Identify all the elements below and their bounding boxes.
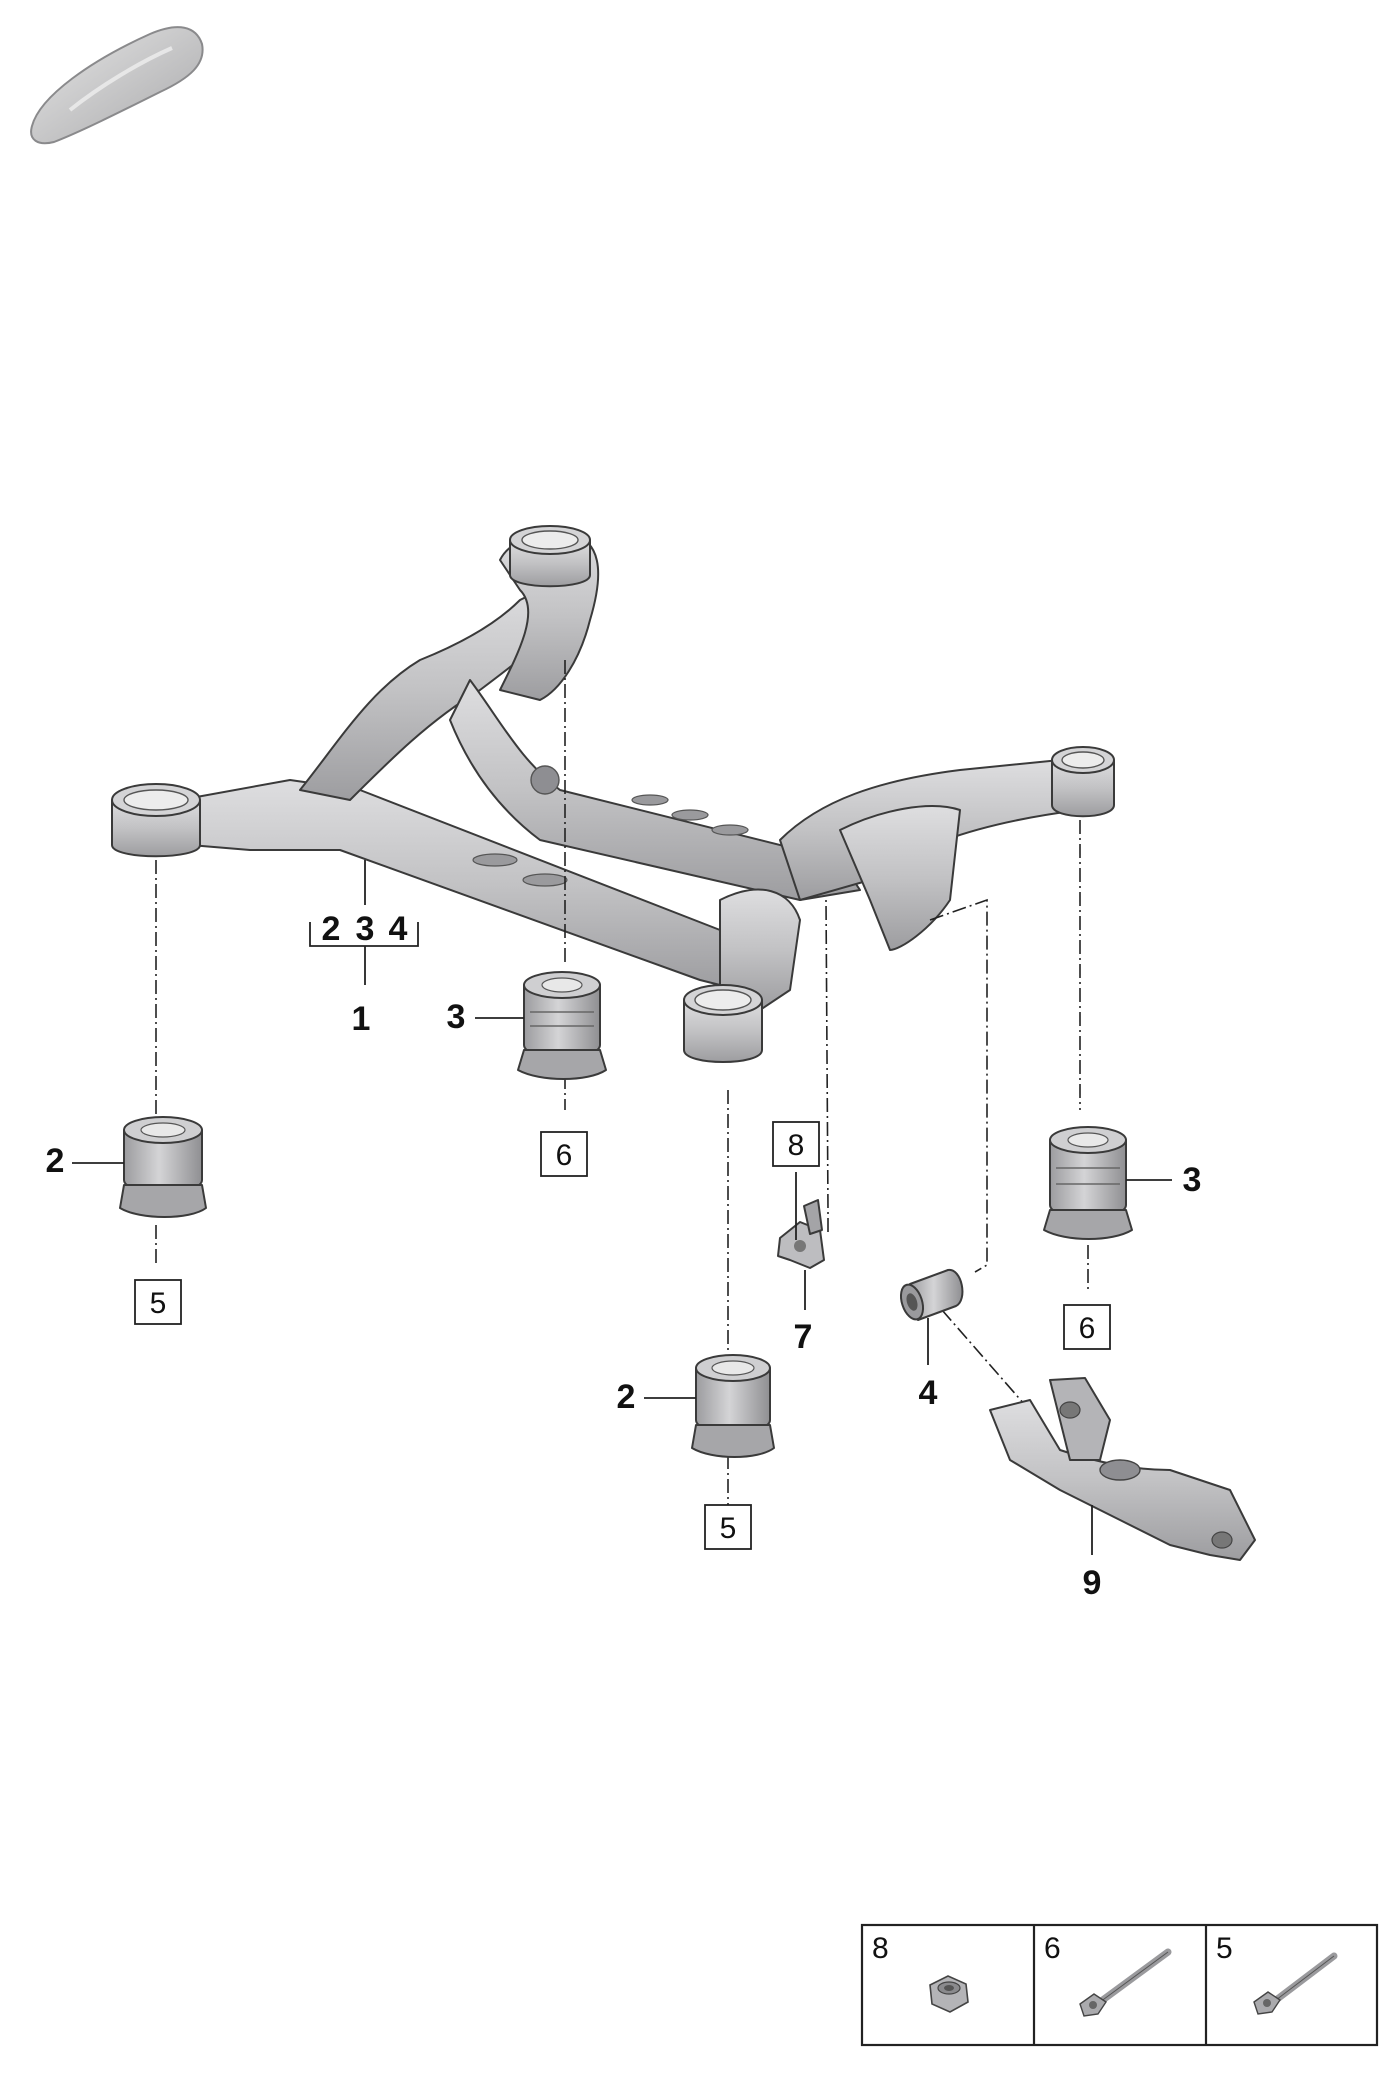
- callout-group-4: 4: [389, 910, 408, 948]
- ref-box-8: 8: [772, 1121, 820, 1167]
- mount-cup-rear-left: [509, 525, 591, 588]
- ref-box-6-right-label: 6: [1079, 1312, 1096, 1345]
- hex-nut-icon: [929, 1975, 969, 2013]
- legend-cell-8: 8: [872, 1932, 969, 2013]
- ref-box-6-left-label: 6: [556, 1139, 573, 1172]
- bracket-7: [777, 1199, 825, 1269]
- mount-cup-front-center: [683, 984, 763, 1063]
- callout-7: 7: [794, 1318, 813, 1356]
- bushing-2-front: [691, 1354, 775, 1458]
- ref-box-5-front: 5: [704, 1504, 752, 1550]
- bushing-3-right: [1043, 1126, 1133, 1240]
- ref-box-5-front-label: 5: [720, 1512, 737, 1545]
- legend-cell-6: 6: [1044, 1932, 1172, 2017]
- bushing-3-left: [517, 971, 607, 1080]
- callout-group-2: 2: [322, 910, 341, 948]
- car-silhouette-icon: [30, 26, 204, 145]
- hardware-legend: 8 6 5: [860, 1923, 1379, 2047]
- rear-axle-subframe: [111, 525, 1115, 1063]
- legend-cell-5: 5: [1216, 1932, 1338, 2015]
- callout-3-right: 3: [1183, 1161, 1202, 1199]
- legend-number-5: 5: [1216, 1932, 1233, 1965]
- bushing-4: [899, 1269, 964, 1321]
- control-arm-9: [989, 1377, 1256, 1561]
- callout-2-front: 2: [617, 1378, 636, 1416]
- bolt-icon: [1253, 1952, 1338, 2015]
- mount-cup-left-front: [111, 783, 201, 858]
- callout-group-234: 2 3 4: [322, 910, 408, 948]
- ref-box-5-left-label: 5: [150, 1287, 167, 1320]
- ref-box-6-left: 6: [540, 1131, 588, 1177]
- callout-4: 4: [919, 1374, 938, 1412]
- ref-box-8-label: 8: [788, 1129, 805, 1162]
- ref-box-6-right: 6: [1063, 1304, 1111, 1350]
- leader-lines: [72, 860, 1172, 1555]
- ref-box-5-left: 5: [134, 1279, 182, 1325]
- callout-1: 1: [352, 1000, 371, 1038]
- legend-number-8: 8: [872, 1932, 889, 1965]
- bushing-2-left: [119, 1116, 207, 1218]
- assembly-lines: [155, 660, 1089, 1505]
- callout-9: 9: [1083, 1564, 1102, 1602]
- callout-3-left: 3: [447, 998, 466, 1036]
- callout-group-3: 3: [356, 910, 375, 948]
- long-bolt-icon: [1079, 1948, 1172, 2017]
- callout-2-left: 2: [46, 1142, 65, 1180]
- mount-cup-right-rear: [1051, 746, 1115, 818]
- legend-number-6: 6: [1044, 1932, 1061, 1965]
